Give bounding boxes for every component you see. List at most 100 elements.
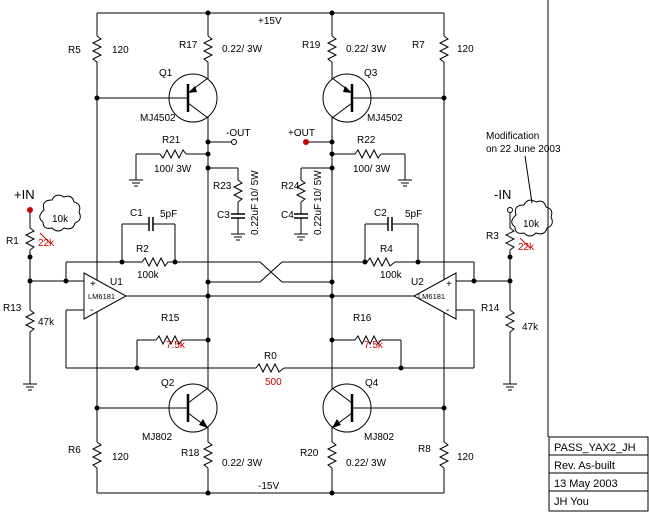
r20-value: 0.22/ 3W <box>346 458 387 469</box>
r21-value: 100/ 3W <box>154 164 192 175</box>
r17-value: 0.22/ 3W <box>222 44 263 55</box>
r1-old-value: 22k <box>38 238 55 249</box>
u2-part: LM6181 <box>418 292 445 301</box>
r1-new-value: 10k <box>52 214 69 225</box>
q4-ref: Q4 <box>365 378 379 389</box>
r13-value: 47k <box>38 317 55 328</box>
r16-value: 7.5k <box>364 340 384 351</box>
r22-value: 100/ 3W <box>353 164 391 175</box>
r0-ref: R0 <box>264 351 277 362</box>
modification-line1: Modification <box>486 131 539 142</box>
q2-part: MJ802 <box>142 432 172 443</box>
u1-ref: U1 <box>110 277 123 288</box>
r2-ref: R2 <box>136 244 149 255</box>
r24-ref: R24 <box>281 181 300 192</box>
r15-value: 7.5k <box>166 340 186 351</box>
r4-ref: R4 <box>380 244 393 255</box>
r20-ref: R20 <box>300 448 319 459</box>
r22-ref: R22 <box>357 135 376 146</box>
q1-part: MJ4502 <box>140 113 176 124</box>
opamp-u1-symbol <box>83 272 332 320</box>
q2-ref: Q2 <box>161 378 175 389</box>
modification-pointer <box>524 155 533 204</box>
u2-minus-pin: - <box>446 305 449 316</box>
c3-value: 0.22uF <box>250 204 261 235</box>
r3-ref: R3 <box>486 231 499 242</box>
zobel-right <box>294 167 332 241</box>
r19-value: 0.22/ 3W <box>346 44 387 55</box>
minus-in-label: -IN <box>494 187 511 202</box>
r17-ref: R17 <box>179 40 198 51</box>
u2-plus-pin: + <box>446 279 452 290</box>
rail-resistor-symbols <box>91 35 450 469</box>
title-block-revision: Rev. As-built <box>554 460 615 472</box>
q1-ref: Q1 <box>159 68 173 79</box>
output-taps <box>94 95 447 171</box>
plus-out-label: +OUT <box>288 128 315 139</box>
r15-ref: R15 <box>161 313 180 324</box>
title-block-date: 13 May 2003 <box>554 478 618 490</box>
c1-ref: C1 <box>130 208 143 219</box>
c4-ref: C4 <box>281 210 294 221</box>
title-block-author: JH You <box>554 496 589 508</box>
r4-value: 100k <box>380 270 403 281</box>
r13-ref: R13 <box>3 303 22 314</box>
r16-ref: R16 <box>353 313 372 324</box>
q4-part: MJ802 <box>364 432 394 443</box>
r18-ref: R18 <box>181 448 200 459</box>
r14-value: 47k <box>522 322 539 333</box>
r23-value: 10/ 5W <box>250 170 261 202</box>
r21-network <box>129 148 208 187</box>
cloud-left <box>39 194 81 232</box>
c2-value: 5pF <box>405 209 422 220</box>
u2-ref: U2 <box>411 277 424 288</box>
modification-line2: on 22 June 2003 <box>486 144 561 155</box>
r19-ref: R19 <box>302 40 321 51</box>
transistor-q1-symbol <box>97 73 218 123</box>
r5-ref: R5 <box>68 45 81 56</box>
cloud-right <box>511 199 553 237</box>
input-left-network <box>23 207 51 391</box>
q3-part: MJ4502 <box>367 113 403 124</box>
r3-new-value: 10k <box>523 219 540 230</box>
r14-ref: R14 <box>481 303 500 314</box>
u1-minus-pin: - <box>90 305 93 316</box>
transistor-q3-symbol <box>322 73 444 123</box>
opamp-feedback-wiring <box>30 217 510 374</box>
r6-ref: R6 <box>68 445 81 456</box>
r8-value: 120 <box>457 452 474 463</box>
r23-ref: R23 <box>213 181 232 192</box>
u1-plus-pin: + <box>90 279 96 290</box>
r2-value: 100k <box>137 270 160 281</box>
r3-old-value: 22k <box>518 242 535 253</box>
title-block-name: PASS_YAX2_JH <box>554 442 636 454</box>
r7-value: 120 <box>457 44 474 55</box>
title-block-frame <box>547 0 649 512</box>
r7-ref: R7 <box>412 40 425 51</box>
transistor-q2-symbol <box>97 383 218 433</box>
r18-value: 0.22/ 3W <box>222 458 263 469</box>
transistor-q4-symbol <box>322 383 444 433</box>
c3-ref: C3 <box>217 210 230 221</box>
r0-value: 500 <box>265 377 282 388</box>
negative-rail-label: -15V <box>258 481 279 492</box>
q3-ref: Q3 <box>364 68 378 79</box>
r22-network <box>332 148 412 187</box>
minus-out-label: -OUT <box>226 128 250 139</box>
junction-dots <box>27 10 513 496</box>
r8-ref: R8 <box>418 444 431 455</box>
opamp-u2-symbol <box>412 272 457 320</box>
input-right-network <box>503 207 531 391</box>
r1-ref: R1 <box>6 236 19 247</box>
c4-value: 0.22uF <box>313 204 324 235</box>
r24-value: 10/ 5W <box>313 170 324 202</box>
zobel-left <box>208 167 245 241</box>
c1-value: 5pF <box>160 209 177 220</box>
r21-ref: R21 <box>162 135 181 146</box>
u1-part: LM6181 <box>88 292 115 301</box>
c2-ref: C2 <box>374 208 387 219</box>
r5-value: 120 <box>112 45 129 56</box>
r6-value: 120 <box>112 452 129 463</box>
positive-rail-label: +15V <box>258 16 282 27</box>
